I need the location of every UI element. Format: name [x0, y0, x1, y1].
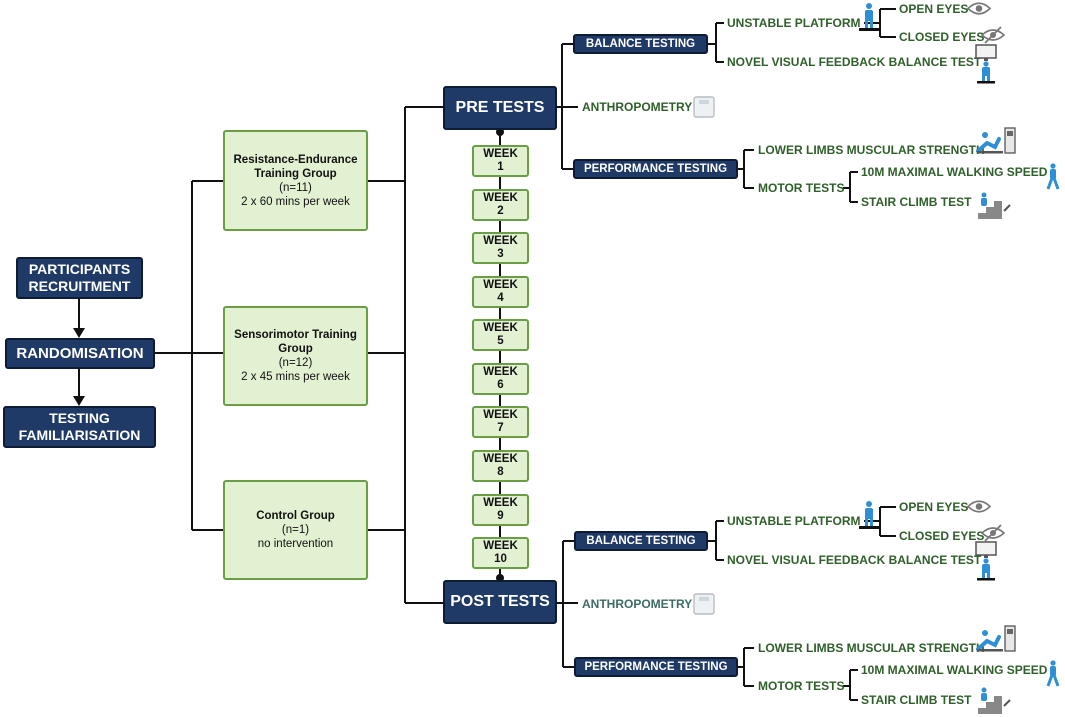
standing-person-icon — [859, 501, 879, 529]
eye-icon — [967, 500, 991, 513]
group-detail: 2 x 60 mins per week — [241, 195, 350, 208]
week-number: 9 — [497, 510, 504, 522]
participants-recruitment-label: PARTICIPANTS RECRUITMENT — [28, 261, 131, 294]
post-stair-label: STAIR CLIMB TEST — [861, 693, 972, 707]
post-performance-testing-box: PERFORMANCE TESTING — [574, 657, 738, 677]
week-number: 8 — [497, 466, 504, 478]
scale-icon — [693, 96, 715, 118]
dynamometer-icon — [976, 127, 1016, 154]
post-novel-visual-label: NOVEL VISUAL FEEDBACK BALANCE TEST — [727, 553, 982, 567]
group-n: (n=12) — [278, 357, 313, 369]
pre-open-eyes-label: OPEN EYES — [899, 2, 969, 16]
performance-testing-label: PERFORMANCE TESTING — [583, 163, 728, 175]
randomisation-label: RANDOMISATION — [16, 345, 144, 362]
post-unstable-platform-label: UNSTABLE PLATFORM — [727, 514, 861, 528]
post-walking-label: 10M MAXIMAL WALKING SPEED — [861, 663, 1048, 677]
walking-person-icon — [1046, 660, 1060, 687]
post-anthropometry-label: ANTHROPOMETRY — [582, 597, 693, 611]
week-number: 5 — [497, 335, 504, 347]
stair-climb-icon — [978, 687, 1011, 714]
pre-walking-label: 10M MAXIMAL WALKING SPEED — [861, 165, 1048, 179]
pre-performance-testing-box: PERFORMANCE TESTING — [573, 159, 738, 179]
week-label: WEEK — [483, 322, 518, 334]
pre-motor-tests-label: MOTOR TESTS — [758, 181, 845, 195]
pre-anthropometry-label: ANTHROPOMETRY — [582, 100, 693, 114]
pre-closed-eyes-label: CLOSED EYES — [899, 30, 985, 44]
group-detail: 2 x 45 mins per week — [241, 371, 350, 383]
participants-recruitment-box: PARTICIPANTS RECRUITMENT — [16, 257, 143, 299]
balance-testing-label: BALANCE TESTING — [585, 38, 696, 50]
week-label: WEEK — [483, 192, 518, 204]
week-label: WEEK — [483, 279, 518, 291]
pre-stair-label: STAIR CLIMB TEST — [861, 195, 972, 209]
week-label: WEEK — [483, 453, 518, 465]
pre-tests-label: PRE TESTS — [455, 99, 545, 116]
scale-icon — [693, 593, 715, 615]
sensorimotor-group-box: Sensorimotor Training Group (n=12) 2 x 4… — [223, 306, 368, 406]
post-motor-tests-label: MOTOR TESTS — [758, 679, 845, 693]
group-title: Sensorimotor Training Group — [234, 329, 357, 355]
eye-slash-icon — [981, 26, 1005, 44]
pre-unstable-platform-label: UNSTABLE PLATFORM — [727, 16, 861, 30]
group-title: Resistance-Endurance Training Group — [233, 153, 358, 180]
testing-familiarisation-label: TESTING FAMILIARISATION — [18, 410, 141, 443]
week-label: WEEK — [483, 366, 518, 378]
week-number: 4 — [497, 292, 504, 304]
randomisation-box: RANDOMISATION — [5, 338, 155, 369]
stair-climb-icon — [978, 192, 1011, 219]
control-group-box: Control Group (n=1) no intervention — [223, 480, 368, 580]
group-detail: no intervention — [257, 538, 334, 550]
week-number: 3 — [497, 248, 504, 260]
group-n: (n=11) — [279, 181, 312, 194]
week-label: WEEK — [483, 409, 518, 421]
walking-person-icon — [1046, 163, 1060, 190]
post-balance-testing-box: BALANCE TESTING — [574, 531, 708, 551]
week-number: 7 — [497, 422, 504, 434]
pre-balance-testing-box: BALANCE TESTING — [573, 34, 708, 54]
post-tests-box: POST TESTS — [443, 580, 557, 624]
pre-tests-box: PRE TESTS — [443, 86, 557, 130]
group-title: Control Group — [256, 510, 335, 522]
resistance-endurance-group-box: Resistance-Endurance Training Group (n=1… — [223, 130, 368, 231]
week-label: WEEK — [483, 497, 518, 509]
week-number: 2 — [497, 205, 504, 217]
week-number: 10 — [494, 553, 507, 565]
balance-testing-label: BALANCE TESTING — [586, 535, 696, 547]
post-tests-label: POST TESTS — [450, 593, 550, 610]
eye-slash-icon — [981, 524, 1005, 542]
eye-icon — [967, 2, 991, 15]
testing-familiarisation-box: TESTING FAMILIARISATION — [3, 406, 156, 448]
week-label: WEEK — [483, 540, 518, 552]
week-label: WEEK — [483, 235, 518, 247]
performance-testing-label: PERFORMANCE TESTING — [584, 661, 728, 673]
monitor-person-icon — [975, 44, 997, 84]
pre-novel-visual-label: NOVEL VISUAL FEEDBACK BALANCE TEST — [727, 55, 982, 69]
post-open-eyes-label: OPEN EYES — [899, 500, 969, 514]
standing-person-icon — [859, 3, 879, 31]
week-number: 6 — [497, 379, 504, 391]
post-lower-limbs-label: LOWER LIMBS MUSCULAR STRENGTH — [758, 641, 985, 655]
group-n: (n=1) — [281, 524, 310, 536]
pre-lower-limbs-label: LOWER LIMBS MUSCULAR STRENGTH — [758, 143, 985, 157]
post-closed-eyes-label: CLOSED EYES — [899, 529, 985, 543]
week-label: WEEK — [483, 148, 518, 160]
dynamometer-icon — [976, 625, 1016, 652]
week-number: 1 — [497, 161, 504, 173]
monitor-person-icon — [975, 541, 997, 581]
